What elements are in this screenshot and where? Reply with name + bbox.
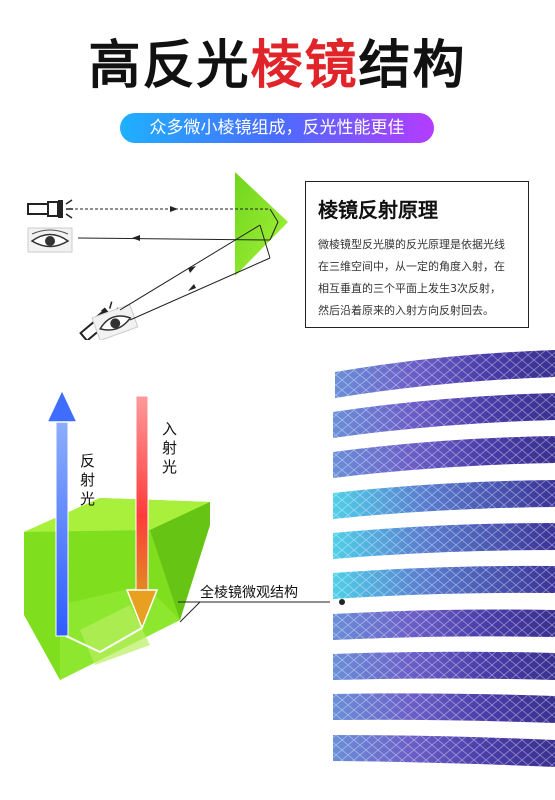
- stripe: [333, 393, 555, 438]
- principle-text: 微棱镜型反光膜的反光原理是依据光线 在三维空间中，从一定的角度入射，在 相互垂直…: [318, 234, 522, 322]
- principle-line: 相互垂直的三个平面上发生3次反射，: [318, 282, 501, 295]
- page-title: 高反光棱镜结构: [0, 36, 555, 96]
- eye-icon: [27, 227, 73, 253]
- stripe: [333, 523, 555, 559]
- title-part-2-highlight: 棱镜: [250, 36, 359, 96]
- stripe: [333, 735, 555, 767]
- pointer-dot: [339, 599, 345, 605]
- principle-box: 棱镜反射原理 微棱镜型反光膜的反光原理是依据光线 在三维空间中，从一定的角度入射…: [305, 181, 529, 328]
- stripe: [333, 651, 555, 680]
- label-char: 入: [162, 420, 178, 438]
- principle-heading: 棱镜反射原理: [318, 198, 438, 222]
- stripe: [333, 693, 555, 723]
- label-char: 射: [162, 439, 178, 457]
- label-char: 反: [80, 452, 96, 470]
- prism-triangle: [235, 172, 288, 276]
- internal-reflection-path: [65, 627, 143, 654]
- principle-line: 微棱镜型反光膜的反光原理是依据光线: [318, 238, 505, 251]
- stripe: [333, 609, 555, 640]
- micro-structure-label: 全棱镜微观结构: [200, 585, 298, 601]
- label-char: 光: [162, 458, 178, 476]
- incident-arrow: [125, 395, 159, 631]
- stripe: [333, 565, 555, 599]
- stripe: [335, 350, 555, 398]
- title-part-1: 高反光: [88, 36, 251, 96]
- eye-tilted-icon: [91, 303, 139, 340]
- incident-light-label: 入 射 光: [162, 420, 177, 477]
- stripe: [333, 480, 555, 519]
- ray-arrowheads: [132, 206, 196, 291]
- prism-micro-structure-diagram: [24, 388, 330, 680]
- title-part-3: 结构: [358, 36, 467, 96]
- reflection-principle-diagram: [27, 172, 288, 340]
- label-char: 光: [80, 490, 96, 508]
- label-char: 射: [80, 471, 96, 489]
- reflected-arrow: [45, 388, 79, 637]
- principle-line: 然后沿着原来的入射方向反射回去。: [318, 304, 494, 317]
- flashlight-icon: [27, 199, 73, 219]
- principle-line: 在三维空间中，从一定的角度入射，在: [318, 260, 505, 273]
- reflected-light-label: 反 射 光: [80, 452, 95, 509]
- stripe: [333, 436, 555, 478]
- prism-block: [24, 498, 210, 680]
- subtitle-badge: 众多微小棱镜组成，反光性能更佳: [120, 113, 434, 143]
